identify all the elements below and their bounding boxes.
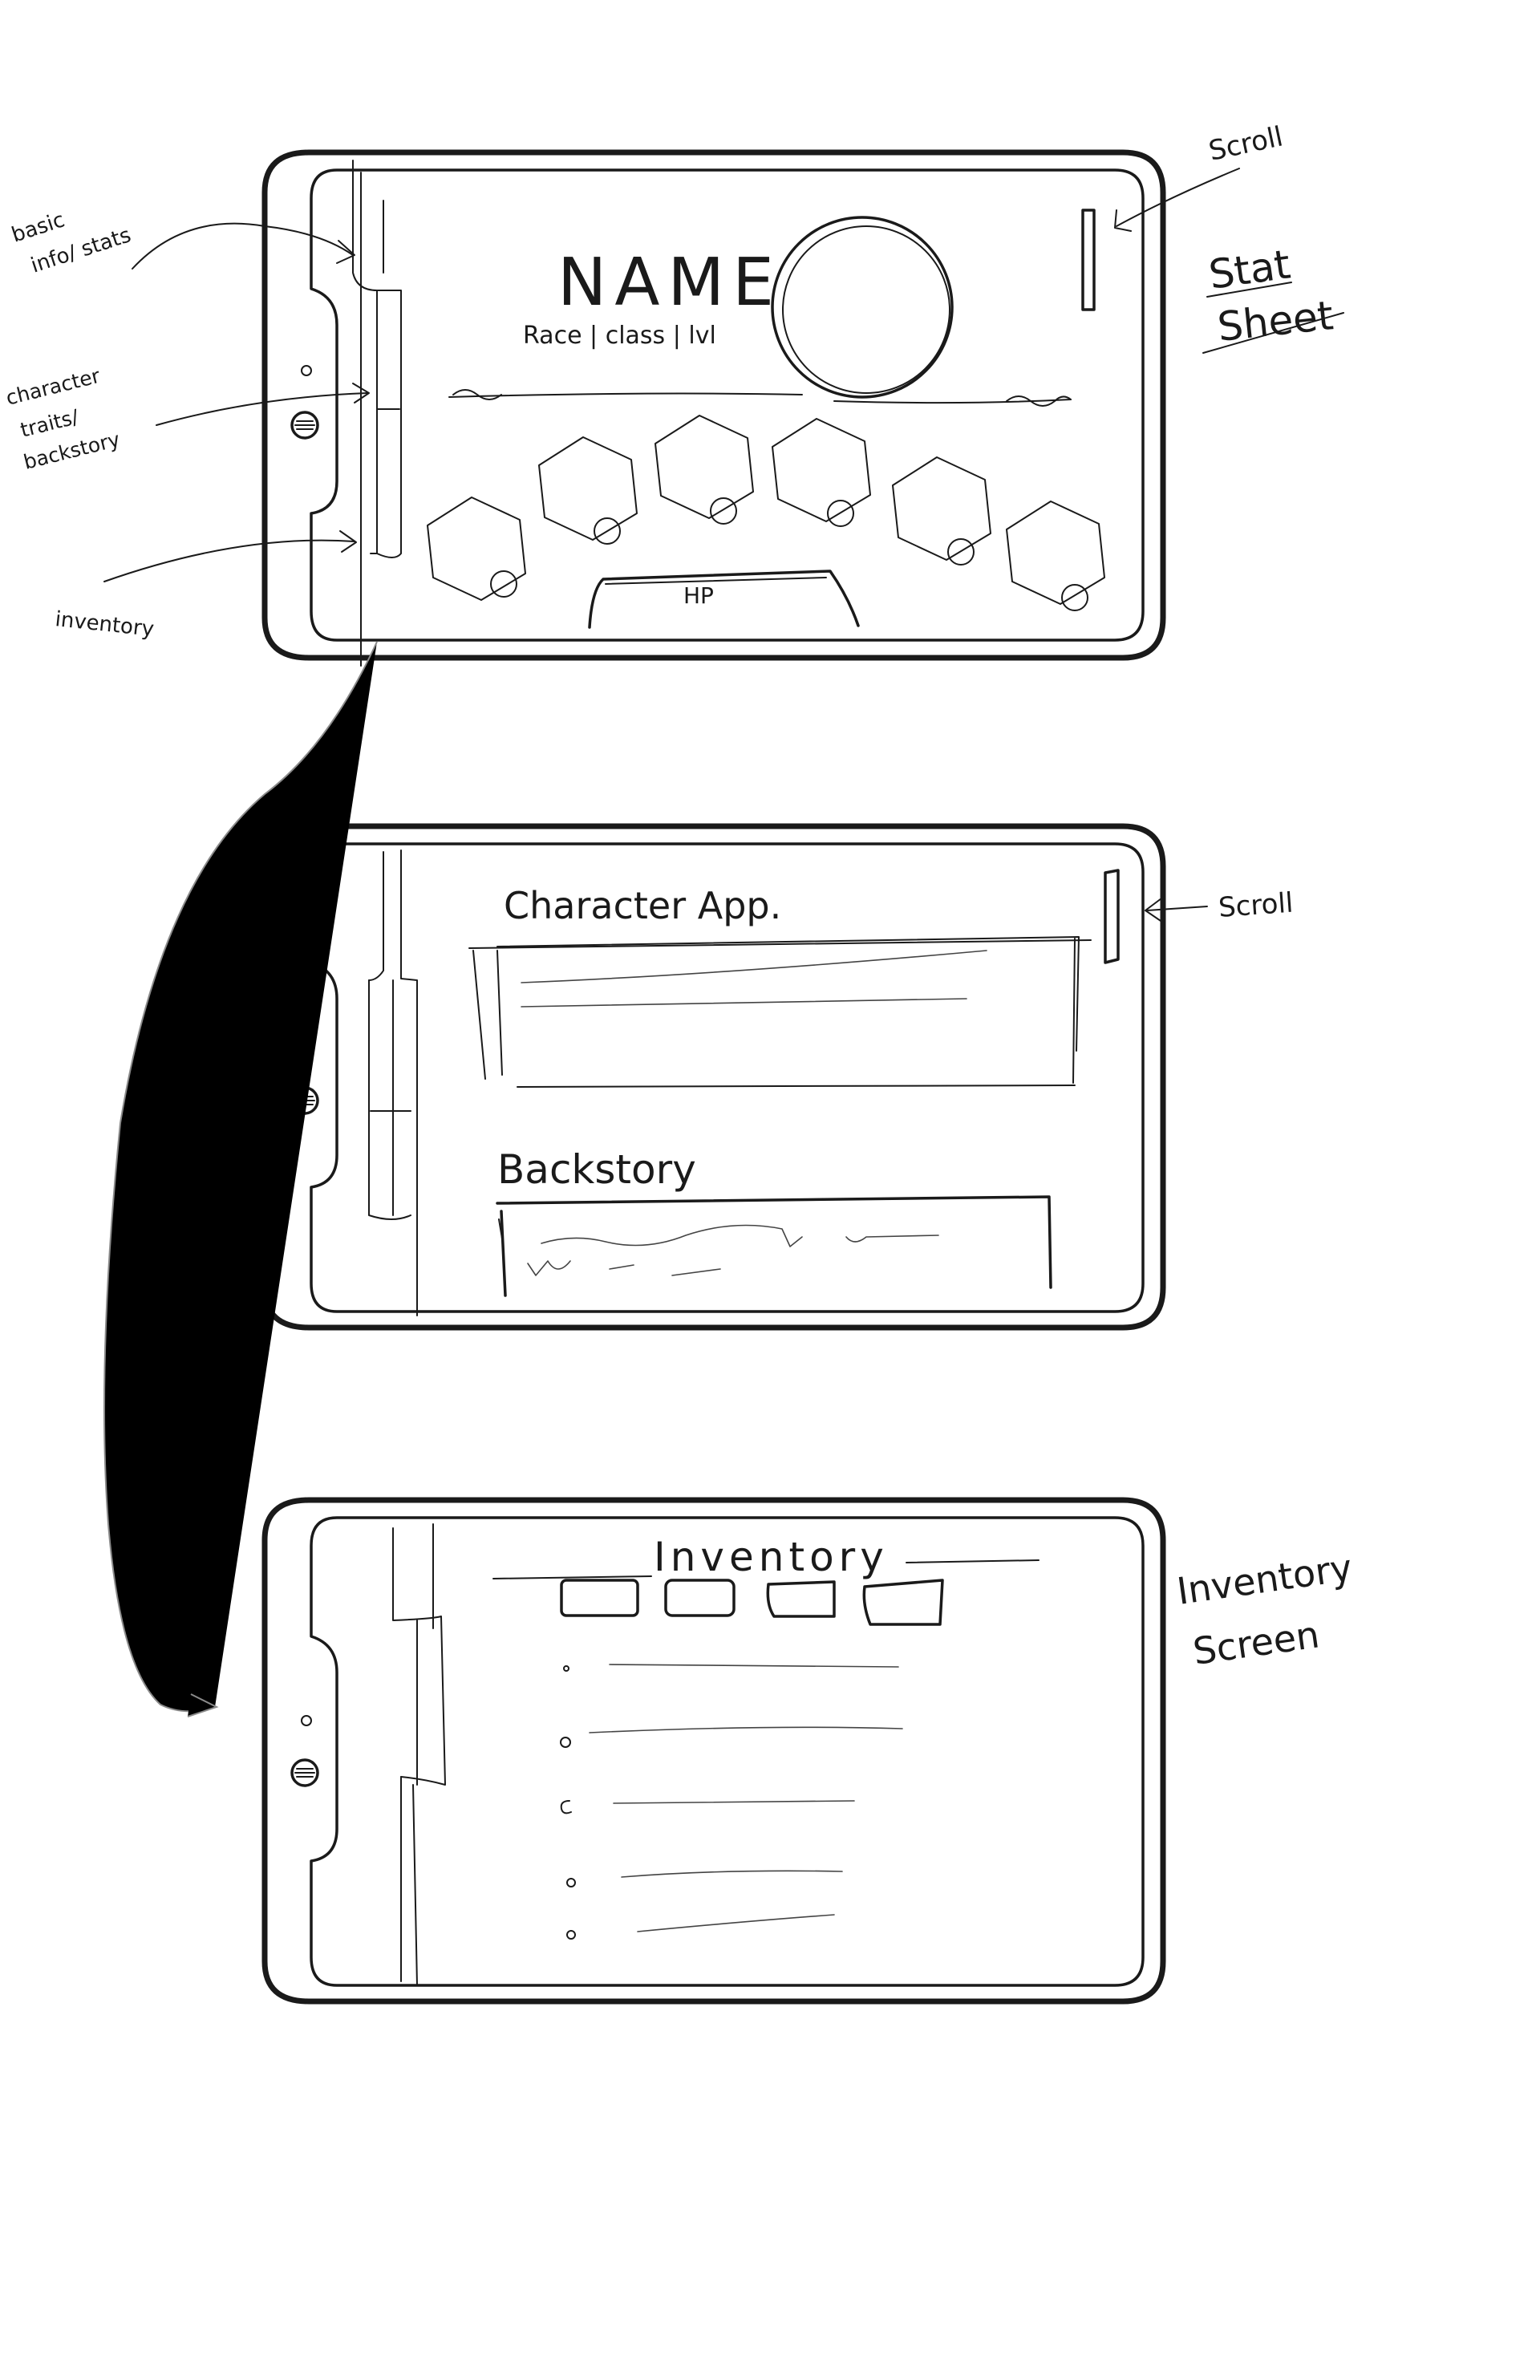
annotation-scroll-top: Scroll: [1206, 120, 1286, 168]
category-tab[interactable]: [862, 1579, 944, 1626]
category-tab[interactable]: [766, 1580, 836, 1618]
appearance-heading: Character App.: [504, 884, 781, 927]
portrait-circle[interactable]: [771, 216, 954, 399]
hp-bar: HP: [588, 570, 860, 629]
stat-badge[interactable]: [654, 415, 754, 525]
phone-stat-sheet: NAME Race | class | lvl: [261, 149, 1166, 667]
phone-frame: [261, 1497, 1166, 2005]
annotation-inventory-screen-2: Screen: [1190, 1612, 1322, 1672]
annotation-inventory: inventory: [54, 607, 155, 642]
inventory-category-tabs[interactable]: [560, 1579, 944, 1626]
list-item[interactable]: [566, 1914, 835, 1940]
side-tabs[interactable]: [392, 1523, 446, 1986]
stat-badge[interactable]: [772, 418, 871, 527]
hp-label: HP: [683, 582, 714, 609]
phone-screen: [310, 168, 1145, 642]
backstory-heading: Backstory: [497, 1146, 696, 1193]
stat-badge[interactable]: [1006, 501, 1105, 611]
annotation-inventory-screen: Inventory: [1174, 1546, 1355, 1613]
camera-dot: [301, 1715, 312, 1726]
appearance-textbox[interactable]: [468, 936, 1092, 1088]
stat-badge[interactable]: [538, 436, 638, 545]
annotation-scroll-mid: Scroll: [1218, 887, 1295, 924]
character-subtitle: Race | class | lvl: [523, 322, 716, 350]
arrow-scroll-mid: [1146, 906, 1208, 911]
camera-dot: [301, 365, 312, 376]
list-item[interactable]: [560, 1800, 855, 1814]
arrow-scroll-top: [1116, 168, 1240, 227]
annotation-basic: basic: [9, 208, 67, 247]
stat-badge[interactable]: [427, 497, 526, 601]
arrow-inventory: [103, 539, 355, 582]
list-item[interactable]: [563, 1664, 899, 1672]
annotation-traits: traits/: [18, 405, 81, 442]
character-name: NAME: [557, 245, 782, 321]
list-item[interactable]: [560, 1726, 903, 1748]
backstory-textbox[interactable]: [496, 1195, 1052, 1297]
annotation-sheet: Sheet: [1215, 292, 1335, 351]
arrow-basic-info: [132, 222, 354, 270]
side-tabs[interactable]: [368, 849, 418, 1316]
stat-badge[interactable]: [892, 456, 991, 566]
scrollbar[interactable]: [1104, 869, 1120, 964]
phone-character-backstory: Character App. Backstory: [261, 823, 1166, 1331]
phone-inventory: Inventory: [261, 1497, 1166, 2005]
annotation-character: character: [3, 364, 103, 410]
inventory-list[interactable]: [560, 1664, 903, 1940]
speaker-icon: [290, 1758, 319, 1787]
list-item[interactable]: [566, 1870, 843, 1887]
connector-inventory: [103, 641, 378, 1713]
inventory-heading: Inventory: [654, 1534, 889, 1580]
arrow-traits: [156, 392, 368, 426]
side-tabs[interactable]: [352, 160, 402, 667]
stat-badges[interactable]: [427, 415, 1105, 611]
vine-divider: [448, 389, 1072, 407]
speaker-icon: [290, 411, 319, 440]
category-tab[interactable]: [560, 1579, 639, 1617]
phone-screen: [310, 1516, 1145, 1987]
scrollbar[interactable]: [1081, 209, 1096, 311]
category-tab[interactable]: [664, 1579, 736, 1617]
phone-frame: [261, 149, 1166, 661]
